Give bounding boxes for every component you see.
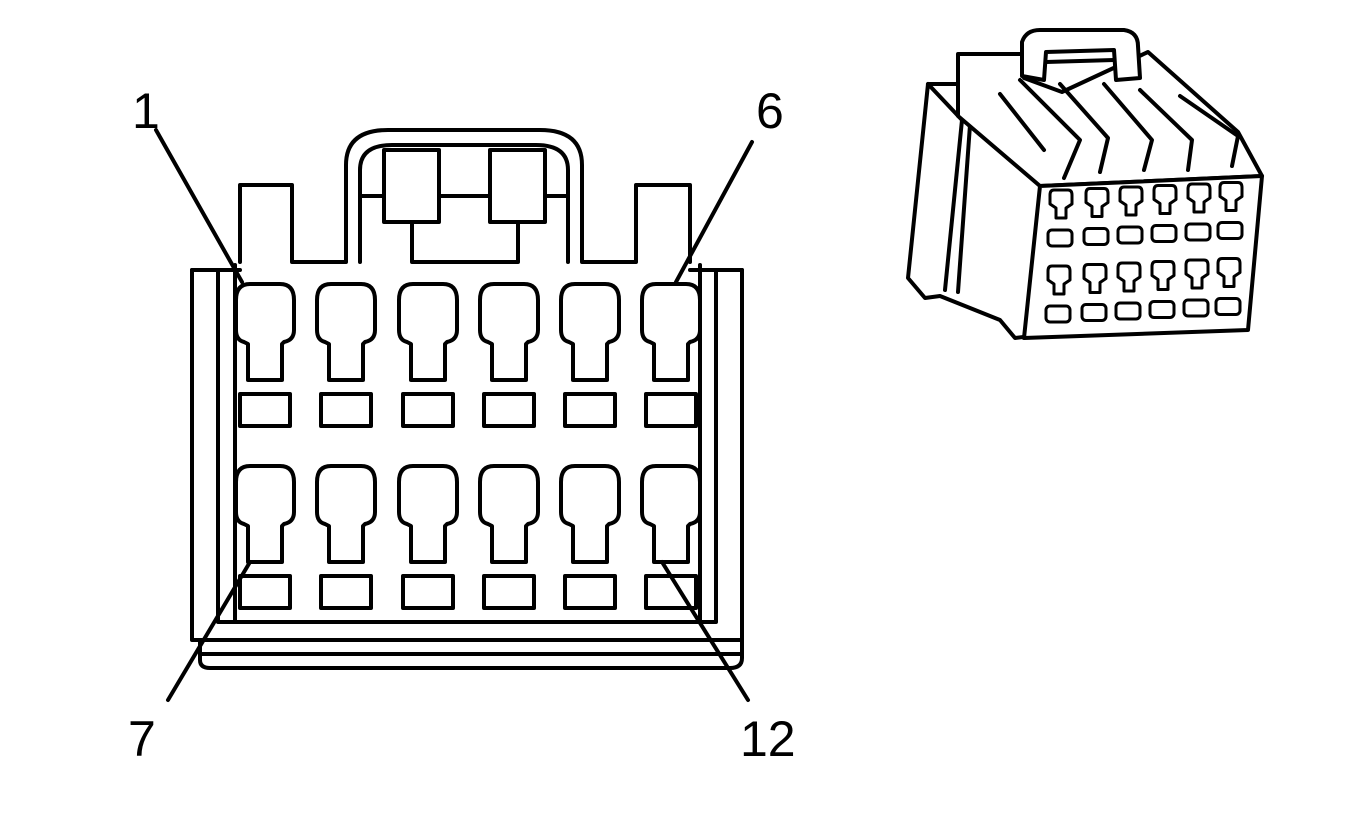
pin-cavity [397, 464, 459, 564]
pin-lock-slot [644, 392, 698, 428]
pin-label-7: 7 [128, 711, 156, 767]
leader-line-pin-12 [660, 560, 750, 702]
iso-top-ribs [998, 78, 1240, 180]
pin-cavity [478, 282, 540, 382]
connector-front-view: 1 6 7 12 [128, 83, 796, 767]
latch-stem [410, 220, 520, 264]
iso-pin-cavity [1116, 261, 1142, 293]
iso-lock-slot [1150, 224, 1178, 243]
pin-label-6: 6 [756, 83, 784, 139]
pin-lock-slot [563, 392, 617, 428]
pin-cavity [397, 282, 459, 382]
latch-block-right [488, 148, 547, 224]
iso-left-groove [956, 123, 972, 294]
connector-body-outline [190, 268, 744, 642]
pin-cavity [478, 464, 540, 564]
connector-top-outline [238, 128, 692, 264]
pin-cavity [315, 464, 377, 564]
iso-pin-cavity [1048, 188, 1074, 220]
pin-label-12: 12 [740, 711, 796, 767]
body-bottom-lip [198, 638, 744, 670]
leader-line-pin-7 [166, 560, 252, 702]
pin-lock-slot [482, 392, 536, 428]
iso-lock-slot [1082, 227, 1110, 246]
iso-latch-bar [1044, 58, 1116, 64]
pin-lock-slot [482, 574, 536, 610]
iso-pin-cavity [1046, 264, 1072, 296]
iso-lock-slot [1080, 303, 1108, 322]
iso-lock-slot [1214, 297, 1242, 316]
iso-lock-slot [1182, 298, 1210, 318]
iso-pin-cavity [1218, 181, 1244, 212]
iso-lock-slot [1184, 222, 1212, 242]
pin-lock-slot [319, 574, 373, 610]
iso-pin-cavity [1216, 257, 1242, 288]
pin-lock-slot [319, 392, 373, 428]
pin-lock-slot [401, 574, 455, 610]
iso-pin-cavity [1118, 185, 1144, 217]
iso-cavity-grid [1044, 181, 1244, 324]
pin-cavity [234, 464, 296, 564]
pin-cavity [640, 282, 702, 382]
pin-lock-slot [238, 574, 292, 610]
iso-lock-slot [1044, 304, 1072, 324]
pin-lock-slot [563, 574, 617, 610]
iso-latch [1020, 28, 1142, 82]
iso-pin-cavity [1152, 184, 1178, 215]
iso-pin-cavity [1084, 187, 1110, 218]
pin-cavity [640, 464, 702, 564]
iso-lock-slot [1148, 300, 1176, 319]
pin-cavity [315, 282, 377, 382]
pin-cavity [234, 282, 296, 382]
iso-front-face [1022, 174, 1264, 340]
iso-pin-cavity [1186, 182, 1212, 214]
pin-lock-slot [238, 392, 292, 428]
iso-lock-slot [1116, 225, 1144, 245]
iso-pin-cavity [1082, 263, 1108, 294]
iso-lock-slot [1216, 221, 1244, 240]
pin-label-1: 1 [132, 83, 160, 139]
leader-line-pin-1 [154, 128, 244, 284]
pin-cavity [559, 282, 621, 382]
iso-lock-slot [1114, 301, 1142, 321]
connector-body-inner [216, 268, 718, 624]
iso-pin-cavity [1184, 258, 1210, 290]
pin-lock-slot [401, 392, 455, 428]
latch-inner-outline [358, 143, 570, 264]
cavity-grid [234, 282, 702, 610]
latch-block-left [382, 148, 441, 224]
leader-line-pin-6 [674, 140, 754, 284]
connector-isometric-view [906, 28, 1264, 340]
pin-cavity [559, 464, 621, 564]
iso-pin-cavity [1150, 260, 1176, 291]
iso-lock-slot [1046, 228, 1074, 248]
